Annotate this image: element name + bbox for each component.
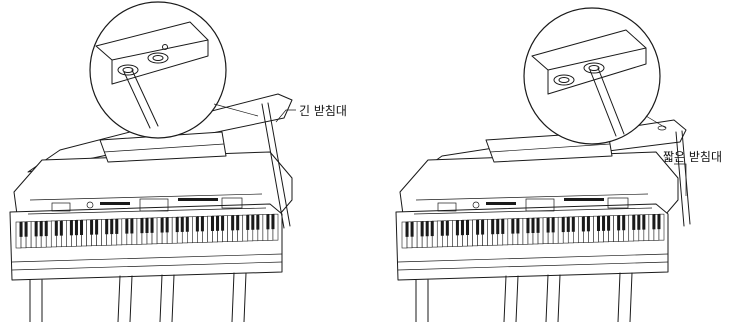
black-key [45,221,48,236]
black-key [186,217,189,232]
black-key [70,220,73,235]
black-key [266,214,269,229]
black-key [25,222,28,237]
black-key [461,220,464,235]
black-key [406,222,409,237]
black-key [125,219,128,234]
black-key [130,218,133,233]
black-key [526,218,529,233]
black-key [196,216,199,231]
figure-short-prop [396,8,690,322]
black-key [40,221,43,236]
black-key [110,219,113,234]
black-key [632,215,635,230]
black-key [617,215,620,230]
black-key [562,217,565,232]
black-key [572,217,575,232]
black-key [80,220,83,235]
black-key [60,221,63,236]
black-key [511,219,514,234]
black-key [476,220,479,235]
black-key [211,216,214,231]
black-key [501,219,504,234]
black-key [411,222,414,237]
black-key [246,215,249,230]
black-key [55,221,58,236]
black-key [115,219,118,234]
black-key [441,221,444,236]
black-key [537,218,540,233]
figure-long-prop [10,2,296,322]
black-key [231,215,234,230]
black-key [496,219,499,234]
black-key [271,214,274,229]
black-key [622,215,625,230]
black-key [602,216,605,231]
black-key [642,215,645,230]
black-key [587,216,590,231]
black-key [552,217,555,232]
black-key [607,216,610,231]
black-key [652,214,655,229]
black-key [35,221,38,236]
black-key [161,218,164,233]
black-key [582,216,585,231]
magnifier-circle [90,2,226,138]
black-key [426,221,429,236]
black-key [657,214,660,229]
black-key [216,216,219,231]
black-key [256,215,259,230]
black-key [481,220,484,235]
black-key [95,220,98,235]
black-key [531,218,534,233]
black-key [221,216,224,231]
black-key [431,221,434,236]
black-key [75,220,78,235]
black-key [547,218,550,233]
black-key [421,221,424,236]
black-key [151,218,154,233]
black-key [597,216,600,231]
black-key [176,217,179,232]
black-key [20,222,23,237]
black-key [446,221,449,236]
black-key [140,218,143,233]
black-key [181,217,184,232]
long-prop-label: 긴 받침대 [299,104,347,118]
black-key [145,218,148,233]
black-key [166,217,169,232]
black-key [251,215,254,230]
short-prop-label: 짧은 받침대 [663,150,722,164]
black-key [567,217,570,232]
black-key [456,220,459,235]
black-key [491,219,494,234]
black-key [105,219,108,234]
black-key [201,216,204,231]
black-key [90,220,93,235]
black-key [466,220,469,235]
black-key [516,218,519,233]
black-key [236,215,239,230]
black-key [637,215,640,230]
